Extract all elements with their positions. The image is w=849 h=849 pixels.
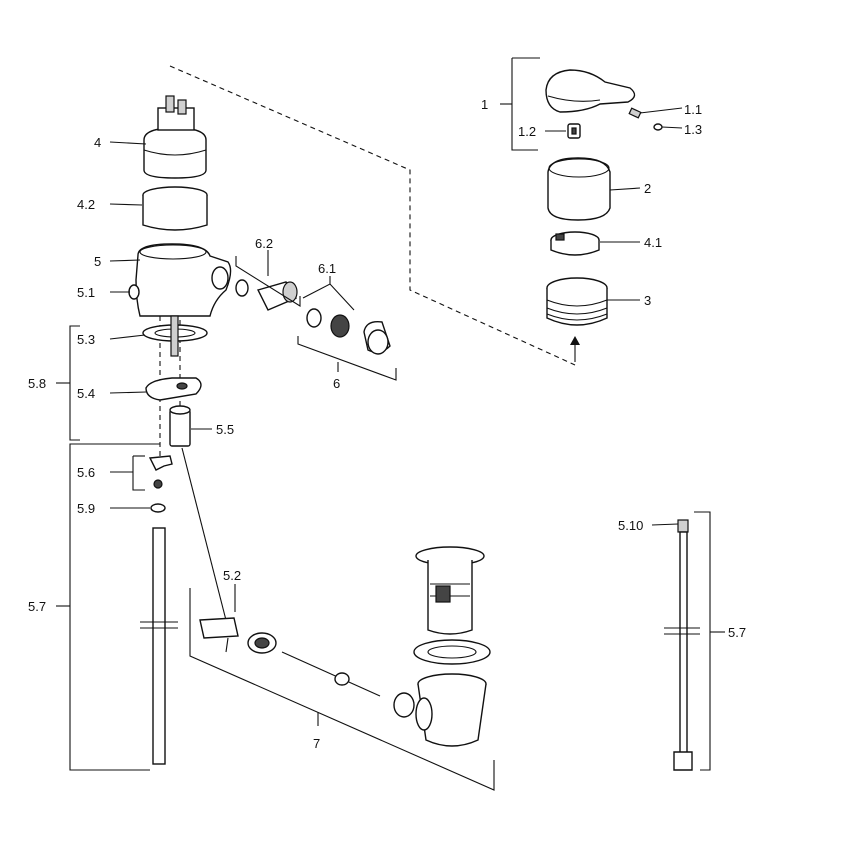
cartridge	[143, 95, 207, 179]
label-7: 7	[313, 736, 320, 751]
lift-rod	[181, 447, 229, 629]
fixing-plate	[145, 377, 202, 401]
check-valve	[256, 281, 298, 311]
label-1: 1	[481, 97, 488, 112]
label-4-1: 4.1	[644, 235, 662, 250]
supply-pipe-left	[140, 527, 178, 765]
label-2: 2	[644, 181, 651, 196]
washer	[306, 308, 322, 328]
screw-cap	[653, 123, 663, 131]
label-5-10: 5.10	[618, 518, 643, 533]
handle-cover	[547, 157, 611, 221]
label-5-7-right: 5.7	[728, 625, 746, 640]
pivot-rod	[281, 651, 381, 697]
threaded-stud	[170, 315, 179, 357]
mixer-body	[128, 243, 232, 317]
assembly-arrow	[570, 336, 580, 362]
label-6-1: 6.1	[318, 261, 336, 276]
label-6: 6	[333, 376, 340, 391]
label-5-5: 5.5	[216, 422, 234, 437]
sleeve	[142, 186, 208, 231]
label-1-3: 1.3	[684, 122, 702, 137]
label-5-1: 5.1	[77, 285, 95, 300]
label-3: 3	[644, 293, 651, 308]
label-5: 5	[94, 254, 101, 269]
adapter-ring	[550, 231, 600, 256]
pivot-nut	[247, 632, 277, 654]
strainer	[330, 314, 350, 338]
o-ring-small	[150, 503, 166, 513]
handle-insert	[567, 123, 581, 139]
waste-flange-seal	[413, 639, 491, 665]
label-5-2: 5.2	[223, 568, 241, 583]
label-5-3: 5.3	[77, 332, 95, 347]
label-6-2: 6.2	[255, 236, 273, 251]
clamp-piece	[148, 455, 173, 489]
waste-body	[393, 673, 487, 747]
label-5-7-left: 5.7	[28, 599, 46, 614]
cartridge-nut	[546, 277, 608, 326]
label-5-8: 5.8	[28, 376, 46, 391]
pop-up-plug	[415, 546, 485, 635]
label-1-2: 1.2	[518, 124, 536, 139]
part-labels: 1 1.1 1.2 1.3 2 4.1 3 4 4.2 5 5.1 5.3 5.…	[28, 97, 746, 751]
label-5-6: 5.6	[77, 465, 95, 480]
connector-nut	[363, 321, 391, 355]
lift-rod-connector	[199, 617, 239, 653]
label-4-2: 4.2	[77, 197, 95, 212]
label-5-9: 5.9	[77, 501, 95, 516]
small-o-ring	[235, 279, 249, 297]
set-screw	[628, 107, 642, 119]
label-5-4: 5.4	[77, 386, 95, 401]
leader-lines	[56, 57, 725, 791]
handle-lever	[545, 69, 636, 113]
label-1-1: 1.1	[684, 102, 702, 117]
flexible-hose	[664, 519, 700, 771]
fixing-nut	[169, 405, 191, 447]
label-4: 4	[94, 135, 101, 150]
